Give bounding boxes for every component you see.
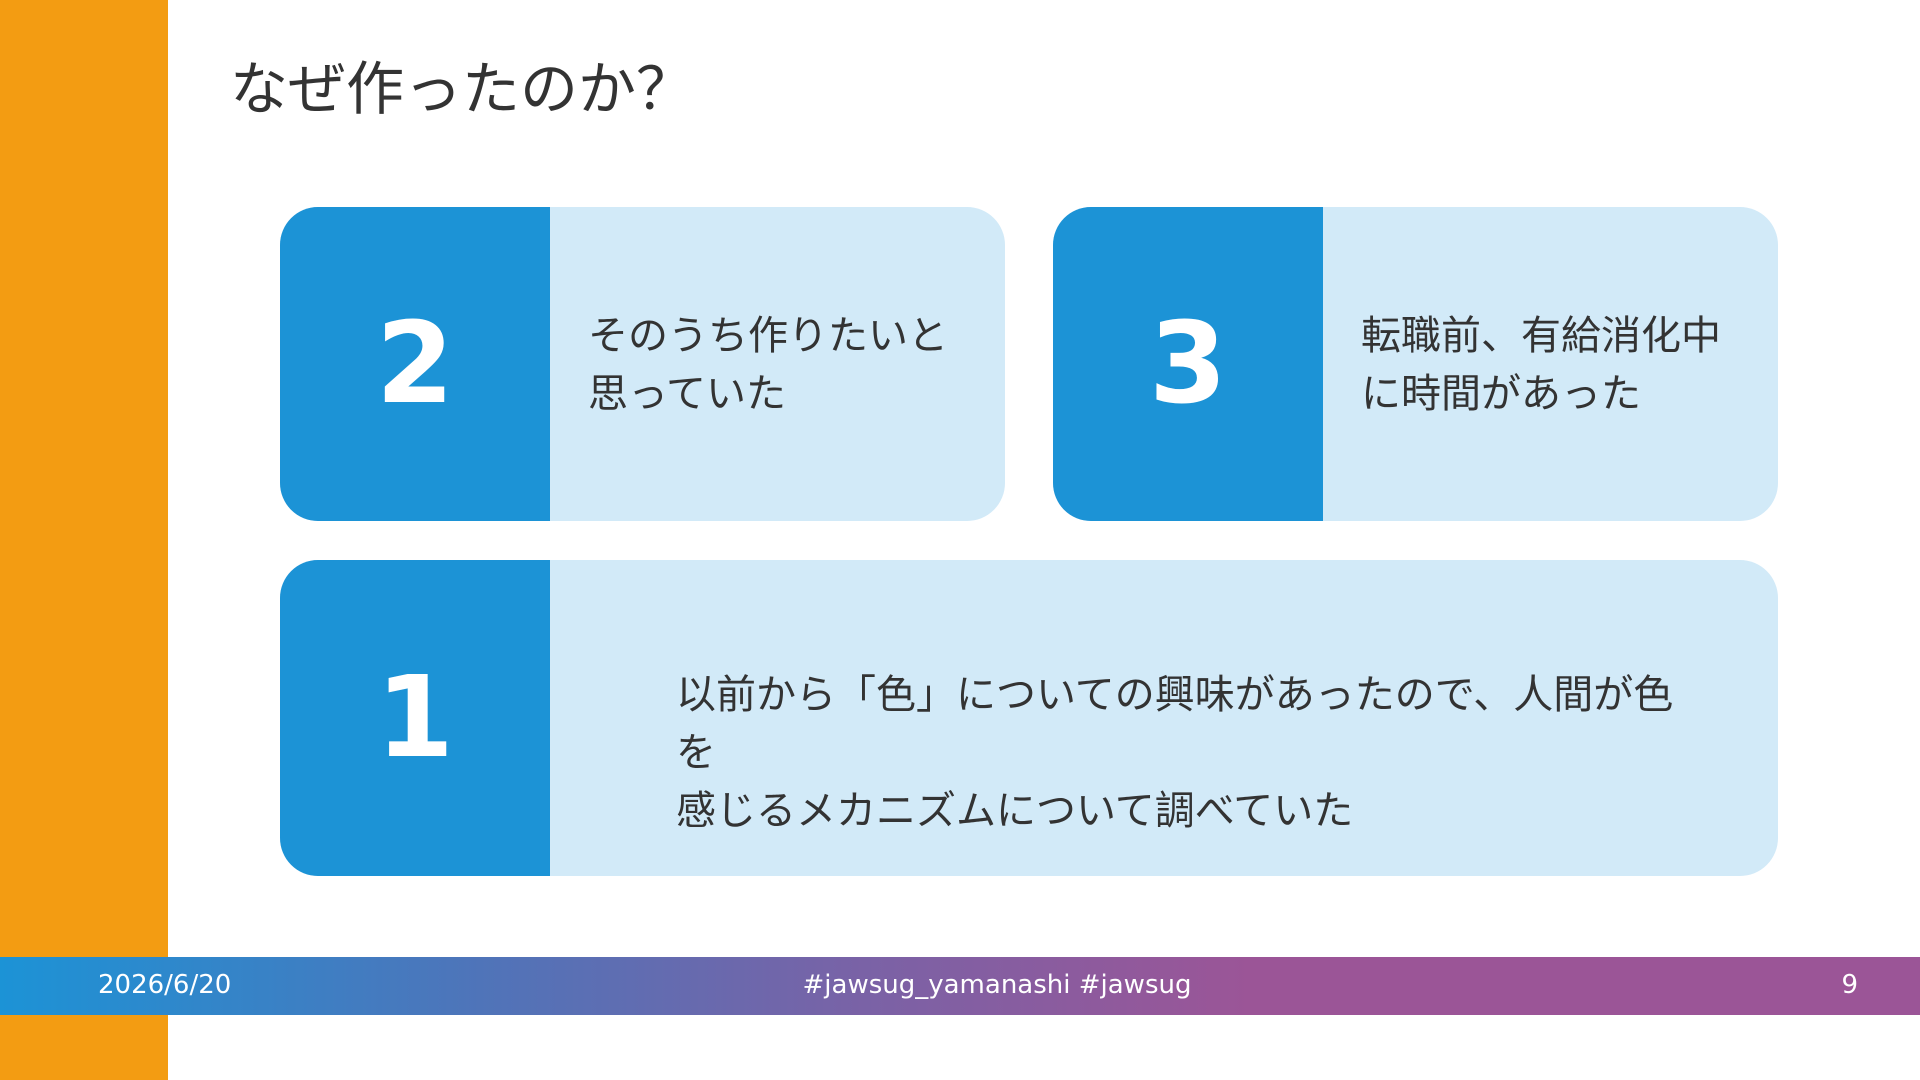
card-text: 転職前、有給消化中 に時間があった bbox=[1361, 307, 1761, 423]
card-text-line: 転職前、有給消化中 bbox=[1361, 313, 1721, 359]
number-box: 3 bbox=[1053, 207, 1323, 521]
card-text: 以前から「色」についての興味があったので、人間が色を 感じるメカニズムについて調… bbox=[676, 666, 1676, 840]
card-text-line: 感じるメカニズムについて調べていた bbox=[676, 788, 1354, 834]
reason-card-3: 3 転職前、有給消化中 に時間があった bbox=[1053, 207, 1778, 521]
footer-date: 2026/6/20 bbox=[98, 970, 232, 1000]
card-number: 2 bbox=[376, 299, 454, 429]
reason-card-2: 2 そのうち作りたいと 思っていた bbox=[280, 207, 1005, 521]
card-text-line: に時間があった bbox=[1361, 371, 1641, 417]
page-number: 9 bbox=[1841, 970, 1858, 1000]
reason-card-1: 1 以前から「色」についての興味があったので、人間が色を 感じるメカニズムについ… bbox=[280, 560, 1778, 876]
card-text-line: 以前から「色」についての興味があったので、人間が色を bbox=[676, 672, 1674, 776]
number-box: 1 bbox=[280, 560, 550, 876]
slide-footer: 2026/6/20 #jawsug_yamanashi #jawsug 9 bbox=[0, 957, 1920, 1015]
number-box: 2 bbox=[280, 207, 550, 521]
card-text-line: 思っていた bbox=[588, 371, 786, 417]
card-text: そのうち作りたいと 思っていた bbox=[588, 307, 988, 423]
slide-title: なぜ作ったのか？ bbox=[230, 55, 695, 123]
card-number: 1 bbox=[376, 653, 454, 783]
card-text-line: そのうち作りたいと bbox=[588, 313, 948, 359]
accent-sidebar bbox=[0, 0, 168, 1080]
footer-hashtags: #jawsug_yamanashi #jawsug bbox=[802, 970, 1192, 1000]
card-number: 3 bbox=[1149, 299, 1227, 429]
